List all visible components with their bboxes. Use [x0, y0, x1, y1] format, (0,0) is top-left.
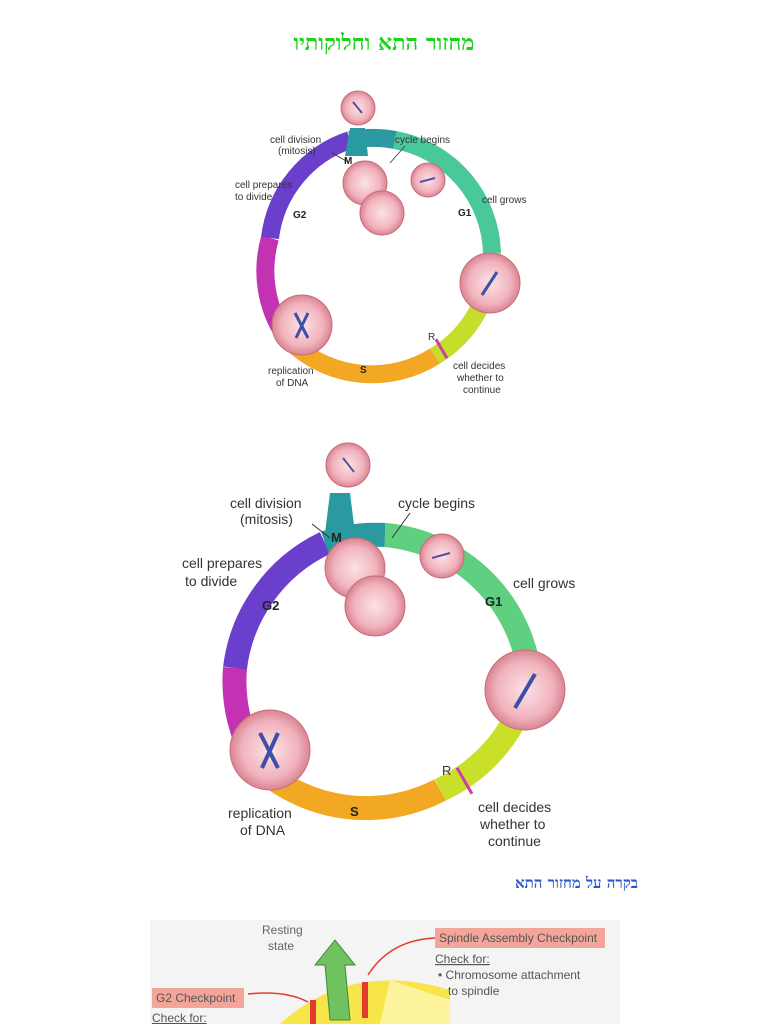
label-cell-prepares-1: cell prepares [182, 555, 262, 571]
leader-line [389, 145, 406, 164]
phase-g2: G2 [262, 598, 279, 613]
label-cycle-begins: cycle begins [395, 135, 450, 146]
g2-check-for: Check for: [152, 1011, 207, 1024]
label-decides-3: continue [488, 833, 541, 849]
phase-g2: G2 [293, 210, 307, 221]
label-decides-2: whether to [479, 816, 546, 832]
spindle-check-item-1: • Chromosome attachment [438, 968, 581, 982]
label-cell-prepares-1: cell prepares [235, 180, 292, 191]
phase-r: R [428, 332, 435, 343]
label-decides-1: cell decides [478, 799, 551, 815]
phase-g1: G1 [458, 208, 472, 219]
label-decides-2: whether to [456, 373, 504, 384]
label-mitosis: (mitosis) [278, 146, 316, 157]
ring-segment-m [321, 522, 386, 555]
chromosome-mark [513, 672, 537, 710]
label-cell-prepares-2: to divide [235, 192, 273, 203]
chromosome-mark [258, 732, 280, 769]
chromosome-mark [352, 101, 363, 114]
ring-segment-g2 [223, 532, 331, 670]
phase-m: M [331, 530, 342, 545]
g2-checkpoint-bar [310, 1000, 316, 1024]
g2-checkpoint-box [152, 988, 244, 1008]
label-cell-prepares-2: to divide [185, 573, 237, 589]
phase-s: S [350, 804, 359, 819]
phase-m: M [344, 156, 352, 167]
chromosome-mark [342, 457, 355, 473]
restriction-point-marker [434, 338, 449, 360]
checkpoint-diagram: Resting state Spindle Assembly Checkpoin… [150, 920, 620, 1024]
label-replication-1: replication [268, 366, 314, 377]
label-replication-2: of DNA [276, 378, 309, 389]
resting-state-label-1: Resting [262, 923, 303, 937]
label-cycle-begins: cycle begins [398, 495, 475, 511]
ring-segment-g1 [393, 131, 501, 254]
ring-segment-g1 [383, 523, 542, 680]
mitosis-arrow [345, 128, 368, 156]
spindle-checkpoint-title: Spindle Assembly Checkpoint [439, 931, 598, 945]
label-cell-grows: cell grows [482, 195, 526, 206]
label-cell-division: cell division [230, 495, 302, 511]
spindle-checkpoint-bar [362, 982, 368, 1018]
label-cell-division: cell division [270, 135, 321, 146]
phase-s: S [360, 365, 367, 376]
chromosome-mark [293, 312, 310, 339]
leader-line [331, 152, 349, 163]
spindle-pointer [367, 937, 436, 976]
resting-state-arrow [313, 939, 357, 1021]
label-decides-1: cell decides [453, 361, 505, 372]
phase-r: R [442, 763, 451, 778]
cell-dividing-2 [344, 575, 406, 637]
chromosome-mark [431, 552, 451, 559]
cell-cycle-diagram-large: cell division (mitosis) cycle begins cel… [182, 442, 575, 849]
page-title: מחזור התא וחלוקותיו [293, 30, 475, 56]
label-replication-2: of DNA [240, 822, 286, 838]
ring-highlight [380, 980, 450, 1024]
spindle-check-for: Check for: [435, 952, 490, 966]
phase-g1: G1 [485, 594, 502, 609]
g2-checkpoint-title: G2 Checkpoint [156, 991, 236, 1005]
mitosis-arrow [325, 493, 355, 533]
g2-pointer [247, 992, 309, 1003]
cell-dividing-2 [359, 190, 405, 236]
leader-line [391, 512, 411, 539]
label-mitosis: (mitosis) [240, 511, 293, 527]
chromosome-mark [419, 177, 436, 183]
ring-segment-g2 [261, 131, 354, 240]
cell-cycle-diagram-small: cell division (mitosis) cycle begins cel… [235, 90, 526, 396]
spindle-checkpoint-box [435, 928, 605, 948]
label-replication-1: replication [228, 805, 292, 821]
section-subtitle: בקרה על מחזור התא [515, 874, 638, 892]
leader-line [311, 523, 331, 539]
spindle-check-item-2: to spindle [448, 984, 500, 998]
resting-state-label-2: state [268, 939, 294, 953]
label-cell-grows: cell grows [513, 575, 575, 591]
label-decides-3: continue [463, 385, 501, 396]
chromosome-mark [480, 271, 499, 296]
restriction-point-marker [455, 767, 474, 795]
